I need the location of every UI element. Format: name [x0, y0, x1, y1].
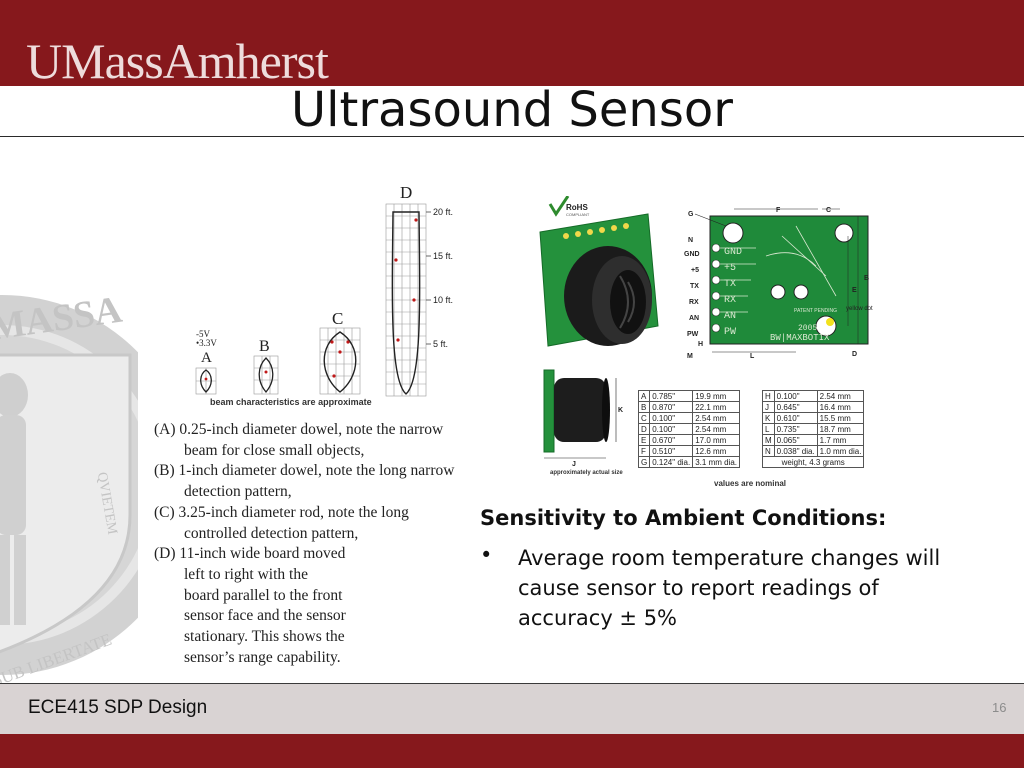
range-label-20: 20 ft. [433, 207, 453, 217]
range-label-10: 10 ft. [433, 295, 453, 305]
table-row: weight, 4.3 grams [761, 456, 865, 468]
rohs-check-icon [548, 196, 570, 217]
desc-line: sensor face and the sensor [184, 607, 346, 625]
svg-text:TX: TX [724, 279, 736, 290]
desc-line: (D) 11-inch wide board moved [154, 545, 346, 563]
range-label-5: 5 ft. [433, 339, 448, 349]
svg-text:PW: PW [724, 327, 736, 338]
beam-a-outline [200, 369, 212, 393]
svg-text:GND: GND [724, 247, 742, 258]
rohs-label: RoHS [566, 203, 588, 212]
pin-label: AN [689, 315, 699, 322]
grid-a [195, 367, 217, 395]
board-brand: BW|MAXBOTIX [770, 333, 830, 343]
course-label: ECE415 SDP Design [28, 697, 208, 718]
desc-line: controlled detection pattern, [184, 524, 359, 542]
footer-bar [0, 683, 1024, 734]
desc-line: stationary. This shows the [184, 628, 345, 646]
beam-label-c: C [332, 309, 343, 328]
sensitivity-bullet-text: Average room temperature changes will ca… [518, 546, 941, 630]
svg-text:RX: RX [724, 295, 736, 306]
pin-label: GND [684, 251, 700, 258]
beam-c-outline [323, 331, 357, 393]
desc-line: detection pattern, [184, 483, 292, 501]
values-nominal-label: values are nominal [714, 479, 787, 488]
desc-line: left to right with the [184, 565, 308, 583]
pin-label: N [688, 237, 693, 244]
pin-label: TX [690, 283, 699, 290]
beam-label-d: D [400, 183, 412, 202]
desc-line: (C) 3.25-inch diameter rod, note the lon… [154, 503, 409, 521]
patent-label: PATENT PENDING [794, 308, 837, 314]
board-year: 2005 [798, 324, 817, 333]
beam-descriptions: (A) 0.25-inch diameter dowel, note the n… [154, 420, 514, 668]
sensitivity-heading: Sensitivity to Ambient Conditions: [480, 506, 887, 530]
desc-line: sensor’s range capability. [184, 648, 341, 666]
beam-pattern-chart: 20 ft. 15 ft. 10 ft. 5 ft. D C B [195, 183, 453, 407]
svg-text:+5: +5 [724, 263, 736, 274]
desc-line: beam for close small objects, [184, 441, 365, 459]
university-seal-watermark: MASSA SUB LIBERTATE QVIETEM [0, 289, 140, 685]
dim-label-d: D [852, 351, 857, 358]
bullet-marker: • [480, 543, 493, 567]
voltage-5v: -5V [196, 329, 211, 339]
beam-label-b: B [259, 338, 270, 355]
svg-text:AN: AN [724, 311, 736, 322]
approx-size-label: approximately actual size [550, 470, 623, 476]
dim-label-e: E [852, 287, 857, 294]
pin-label: RX [689, 299, 699, 306]
sensor-product-figure: RoHS COMPLIANT GND +5 TX RX AN PW BW|MAX… [539, 196, 873, 360]
bottom-banner [0, 734, 1024, 768]
desc-line: board parallel to the front [184, 586, 343, 604]
range-label-15: 15 ft. [433, 251, 453, 261]
dim-label-f: F [776, 207, 781, 214]
page-number: 16 [992, 700, 1007, 715]
dim-label-c: C [826, 207, 831, 214]
title-bar [0, 86, 1024, 137]
beam-b-outline [258, 357, 274, 394]
grid-c [319, 327, 361, 395]
dim-label-b: B [864, 275, 869, 282]
pin-label: G [688, 211, 694, 218]
desc-line: (A) 0.25-inch diameter dowel, note the n… [154, 421, 444, 438]
slide-title: Ultrasound Sensor [291, 82, 733, 138]
top-banner [0, 0, 1024, 86]
dim-label-k: K [618, 407, 623, 414]
dim-label-j: J [572, 461, 576, 468]
beam-label-a: A [201, 350, 212, 366]
pin-label: M [687, 353, 693, 360]
yellow-dot-label: yellow dot [846, 306, 873, 312]
grid-b [253, 355, 279, 395]
yellow-dot-marker [826, 318, 834, 326]
beam-d-outline [391, 211, 421, 395]
voltage-3v3: •3.3V [196, 338, 217, 348]
pin-label: PW [687, 331, 699, 338]
pin-label: +5 [691, 267, 699, 274]
umass-amherst-logo: UMassAmherst [26, 33, 329, 89]
side-view-drawing: K J approximately actual size [543, 369, 623, 476]
desc-line: (B) 1-inch diameter dowel, note the long… [154, 462, 455, 480]
beam-pattern-figure: 20 ft. 15 ft. 10 ft. 5 ft. D C B [138, 180, 510, 680]
svg-text:COMPLIANT: COMPLIANT [566, 212, 590, 217]
pin-label: H [698, 341, 703, 348]
dim-label-l: L [750, 353, 755, 360]
beam-caption: beam characteristics are approximate [210, 397, 372, 407]
